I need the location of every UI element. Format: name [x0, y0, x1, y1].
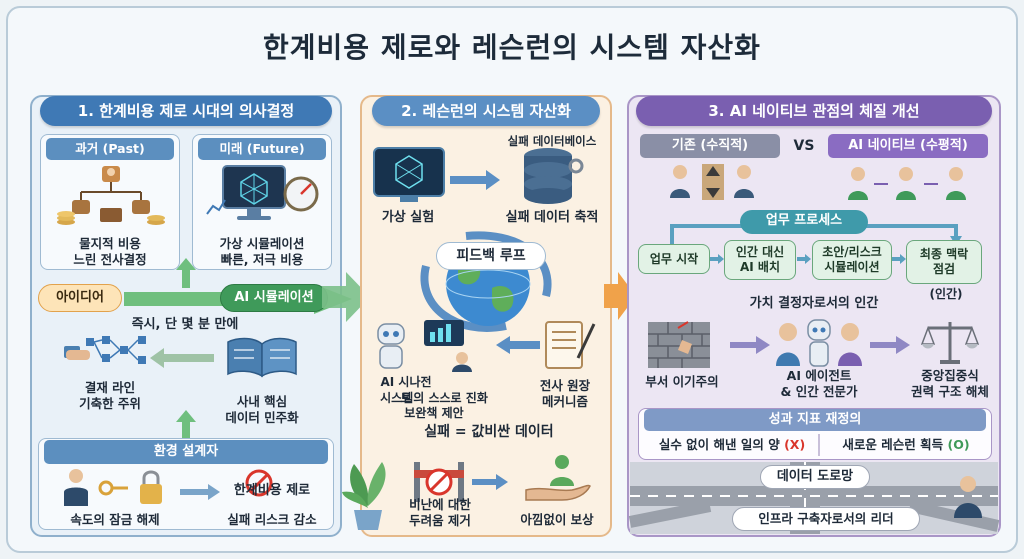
- human-tag: (인간): [929, 287, 963, 301]
- agent-text-1: AI 에이전트: [786, 368, 852, 383]
- step-start-label: 업무 시작: [649, 251, 699, 266]
- step-draft-sim: 초안/리스크 시뮬레이션: [812, 240, 892, 280]
- central-text-2: 권력 구조 해체: [911, 384, 989, 399]
- past-text-2: 느린 전사결정: [73, 252, 147, 267]
- kpi-new-mark: (O): [947, 437, 970, 452]
- step-draft-sim-line1: 초안/리스크: [822, 245, 882, 259]
- right-arrow-icon-3: [472, 474, 508, 490]
- zero-cost-text: 한계비용 제로: [233, 483, 311, 498]
- left-arrow-icon: [150, 348, 214, 368]
- agent-text-2: & 인간 전문가: [780, 384, 858, 399]
- ai-assistant-text: AI 시나전트: [380, 375, 432, 405]
- ledger-document-icon: [545, 321, 596, 369]
- past-header: 과거 (Past): [46, 138, 174, 160]
- barrier-icon: [414, 462, 464, 502]
- approval-text-2: 기축한 주위: [79, 396, 141, 411]
- self-evolve-text-2: 보완책 제안: [404, 406, 464, 420]
- future-text-1: 가상 시뮬레이션: [219, 236, 305, 251]
- kpi-new-text: 새로운 레슨런 획득: [842, 437, 944, 452]
- fear-text-1: 비난에 대한: [409, 497, 471, 512]
- simulation-monitor-icon: [206, 165, 319, 220]
- left-arrow-icon-2: [496, 336, 540, 354]
- data-road-pill: 데이터 도로망: [760, 465, 870, 489]
- central-text-1: 중앙집중식: [921, 368, 979, 383]
- unlock-text: 속도의 잠금 해제: [70, 512, 160, 527]
- kpi-divider: [818, 434, 820, 456]
- database-icon: [524, 148, 584, 204]
- kpi-old-text: 실수 없이 해낸 일의 양: [658, 437, 780, 452]
- up-arrow-icon: [176, 258, 196, 288]
- balance-scale-icon: [920, 322, 980, 364]
- step-ai-deploy: 인간 대신 AI 배치: [724, 240, 796, 280]
- ai-simulation-pill: AI 시뮬레이션: [220, 284, 328, 312]
- up-arrow-small-icon: [176, 410, 196, 438]
- step-final-check-line2: 점검: [932, 262, 956, 276]
- panel1-to-panel2-arrow: [322, 272, 370, 322]
- step-ai-deploy-line2: AI 배치: [739, 260, 780, 274]
- failure-value-text: 실패 = 값비싼 데이터: [424, 424, 554, 440]
- right-arrow-icon-5: [870, 336, 910, 354]
- arrow-1: [710, 254, 724, 264]
- brick-wall-icon: [648, 321, 710, 368]
- arrow-3: [892, 254, 906, 264]
- democratize-text-2: 데이터 민주화: [225, 410, 299, 425]
- arrow-2: [797, 254, 811, 264]
- human-value-text: 가치 결정자로서의 인간: [749, 296, 879, 311]
- step-final-check-line1: 최종 맥락: [919, 247, 969, 261]
- virtual-exp-text: 가상 실험: [381, 210, 435, 225]
- open-book-icon: [227, 337, 297, 378]
- panel-lessons-title: 2. 레슨런의 시스템 자산화: [372, 96, 600, 126]
- past-text-1: 물지적 비용: [79, 236, 141, 251]
- leader-pill: 인프라 구축자로서의 리더: [732, 507, 920, 531]
- self-evolve-text-1: 시스템의 스스로 진화: [380, 391, 488, 405]
- step-final-check: 최종 맥락 점검: [906, 240, 982, 284]
- silo-text: 부서 이기주의: [645, 374, 719, 389]
- env-designer-title: 환경 설계자: [44, 440, 328, 464]
- democratize-text-1: 사내 핵심: [236, 394, 288, 409]
- approval-text-1: 결재 라인: [84, 380, 136, 395]
- mechanism-text-1: 전사 원장: [539, 378, 591, 393]
- panel-decision-title: 1. 한계비용 제로 시대의 의사결정: [40, 96, 332, 126]
- vs-text: VS: [793, 138, 815, 154]
- panel-ai-native-title: 3. AI 네이티브 관점의 체질 개선: [636, 96, 992, 126]
- no-sign-icon: [245, 469, 273, 497]
- kpi-title: 성과 지표 재정의: [644, 409, 986, 431]
- step-draft-sim-line2: 시뮬레이션: [824, 260, 880, 274]
- right-arrow-icon-4: [730, 336, 770, 354]
- risk-down-text: 실패 리스크 감소: [227, 512, 317, 527]
- failure-accum-text: 실패 데이터 축적: [505, 210, 599, 225]
- process-title: 업무 프로세스: [740, 210, 868, 234]
- feedback-loop-pill: 피드백 루프: [436, 242, 546, 270]
- hand-reward-icon: [525, 455, 591, 501]
- org-chart-icon: [57, 166, 165, 225]
- failure-db-label: 실패 데이터베이스: [507, 134, 597, 148]
- handshake-flow-icon: [64, 336, 146, 364]
- kpi-old-mark: (X): [784, 437, 806, 452]
- kpi-old: 실수 없이 해낸 일의 양 (X): [644, 437, 820, 453]
- future-header: 미래 (Future): [198, 138, 326, 160]
- page-title: 한계비용 제로와 레슨런의 시스템 자산화: [263, 31, 761, 64]
- idea-pill: 아이디어: [38, 284, 122, 312]
- mechanism-text-2: 메커니즘: [541, 394, 588, 409]
- horizontal-team-icon: [848, 167, 966, 200]
- virtual-lab-monitor-icon: [373, 147, 445, 202]
- right-arrow-icon-2: [450, 170, 500, 190]
- legacy-header: 기존 (수직적): [640, 134, 780, 158]
- right-arrow-icon: [180, 484, 220, 500]
- agent-human-icon: [776, 319, 862, 367]
- panel2-to-panel3-arrow: [604, 272, 636, 320]
- ai-robot-icon: [377, 320, 472, 372]
- instant-text: 즉시, 단 몇 분 만에: [131, 317, 239, 332]
- future-text-2: 빠른, 저극 비용: [220, 252, 304, 267]
- person-key-lock-icon: [64, 469, 162, 506]
- fear-text-2: 두려움 제거: [409, 513, 471, 528]
- step-ai-deploy-line1: 인간 대신: [735, 245, 785, 259]
- step-start: 업무 시작: [638, 244, 710, 274]
- plant-icon: [342, 462, 386, 530]
- vertical-hierarchy-icon: [670, 164, 754, 200]
- native-header: AI 네이티브 (수평적): [828, 134, 988, 158]
- reward-text: 아낌없이 보상: [520, 512, 594, 527]
- kpi-new: 새로운 레슨런 획득 (O): [822, 437, 990, 453]
